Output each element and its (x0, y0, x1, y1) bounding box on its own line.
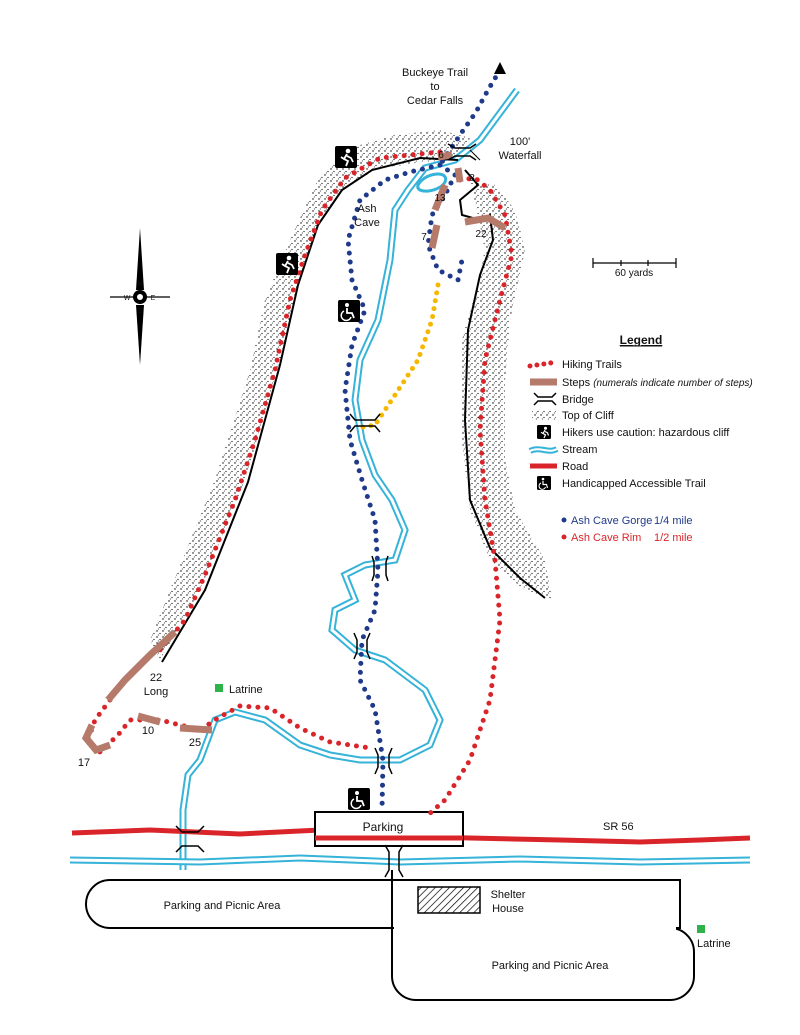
latrine-lower-label: Latrine (697, 938, 731, 950)
waterfall-label-1: 100' (510, 136, 530, 148)
steps-10 (137, 712, 161, 726)
trail-arrow-icon (494, 62, 506, 74)
bridge-mid (353, 632, 371, 660)
cliff-edge-west (161, 156, 459, 663)
cliff-stipple-west (150, 130, 470, 660)
sr56-label: SR 56 (603, 821, 634, 833)
steps-8 (454, 167, 464, 183)
scale-label: 60 yards (615, 268, 653, 279)
picnic-left-label: Parking and Picnic Area (164, 900, 282, 912)
legend-road: Road (562, 461, 588, 473)
legend-bridge: Bridge (562, 394, 594, 406)
long-label: Long (144, 686, 168, 698)
legend: Legend Hiking Trails Steps (numerals ind… (527, 333, 753, 544)
legend-caution: Hikers use caution: hazardous cliff (562, 427, 730, 439)
legend-rim-len: 1/2 mile (654, 532, 693, 544)
svg-text:Steps (numerals indicate numbe: Steps (numerals indicate number of steps… (562, 377, 753, 389)
waterfall-label-2: Waterfall (499, 150, 542, 162)
compass-e: E (151, 295, 156, 302)
shelter-label-1: Shelter (491, 889, 526, 901)
latrine-lower-icon (697, 925, 705, 933)
waterfall-pointer (469, 149, 481, 161)
latrine-upper-label: Latrine (229, 684, 263, 696)
shelter-house (417, 886, 481, 914)
rim-trail-east (425, 175, 515, 818)
steps-13 (431, 183, 449, 212)
legend-rim-dot (561, 534, 567, 540)
compass-rose: N S W E (110, 228, 170, 365)
legend-accessible: Handicapped Accessible Trail (562, 478, 706, 490)
wheelchair-icon (338, 300, 360, 322)
steps-22-upper-label: 22 (475, 229, 487, 240)
steps-6-label: 6 (438, 150, 444, 161)
steps-22-lower-label: 22 (150, 672, 162, 684)
cliff-stipple-east (462, 180, 552, 600)
accessible-link-trail (355, 282, 441, 431)
steps-7 (428, 224, 441, 249)
steps-22-upper (464, 214, 507, 232)
steps-17-label: 17 (78, 757, 90, 769)
bridges (175, 143, 477, 878)
shelter-label-2: House (492, 903, 524, 915)
compass-n: N (137, 281, 142, 288)
bridge-west-road (175, 825, 205, 853)
ash-cave-label-2: Cave (354, 217, 380, 229)
steps-7-label: 7 (421, 232, 427, 243)
legend-hiking: Hiking Trails (562, 359, 622, 371)
compass-w: W (124, 295, 131, 302)
bridge-lower (374, 747, 393, 775)
legend-stream-swatch (529, 448, 558, 452)
legend-steps: Steps (562, 377, 591, 389)
gorge-trail-loop (425, 162, 465, 284)
bridge-waterfall (447, 143, 477, 161)
picnic-right-label: Parking and Picnic Area (492, 960, 610, 972)
picnic-area-left (85, 879, 681, 929)
bridge-upper-2 (371, 555, 389, 582)
steps-6 (437, 151, 453, 161)
gorge-trail-main (342, 162, 443, 813)
legend-stream: Stream (562, 444, 597, 456)
legend-cliff: Top of Cliff (562, 410, 615, 422)
parking-label: Parking (363, 820, 404, 834)
legend-rim-name: Ash Cave Rim (571, 532, 641, 544)
rim-trail-west (157, 149, 443, 653)
legend-steps-note: (numerals indicate number of steps) (593, 378, 753, 389)
stream-pool (416, 172, 448, 193)
legend-gorge-len: 1/4 mile (654, 515, 693, 527)
steps-22-lower (105, 629, 178, 703)
ash-cave-label-1: Ash (358, 203, 377, 215)
steps (81, 151, 507, 755)
rim-trail-southwest (85, 697, 373, 756)
legend-hiking-swatch (527, 359, 560, 369)
legend-title: Legend (620, 333, 663, 347)
buckeye-label-3: Cedar Falls (407, 95, 464, 107)
compass-s: S (138, 308, 143, 315)
legend-gorge-name: Ash Cave Gorge (571, 515, 652, 527)
steps-17 (81, 723, 112, 755)
scale-bar (592, 258, 677, 268)
steps-13-label: 13 (434, 193, 446, 204)
steps-25-label: 25 (189, 737, 201, 749)
picnic-area-right (391, 927, 695, 1001)
wheelchair-icon (348, 788, 370, 810)
cliff-edge-east (458, 169, 546, 599)
streams (69, 87, 751, 870)
caution-cliff-icon (335, 146, 357, 168)
steps-25 (179, 724, 213, 734)
steps-8-label: 8 (469, 173, 475, 184)
trail-rim (85, 149, 515, 818)
legend-gorge-dot (561, 517, 567, 523)
legend-caution-icon (537, 425, 551, 439)
buckeye-label-2: to (430, 81, 439, 93)
legend-bridge-swatch (533, 392, 557, 406)
bridge-upper-1 (349, 413, 381, 433)
buckeye-label-1: Buckeye Trail (402, 67, 468, 79)
caution-cliff-icon (276, 253, 298, 275)
bridge-road-center (384, 844, 404, 878)
legend-cliff-swatch (532, 410, 556, 420)
latrine-upper-icon (215, 684, 223, 692)
steps-10-label: 10 (142, 725, 154, 737)
legend-wheelchair-icon (537, 476, 551, 490)
